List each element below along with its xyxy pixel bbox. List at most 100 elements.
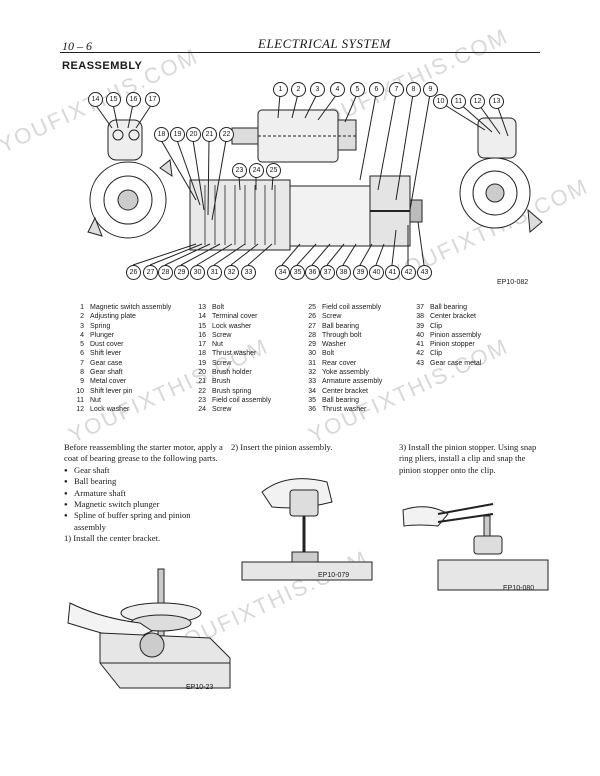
legend-label: Dust cover [90, 341, 124, 349]
callout-16: 16 [126, 92, 141, 107]
legend-row: 26 Screw [300, 312, 382, 321]
legend-label: Thrust washer [212, 350, 257, 358]
callout-28: 28 [158, 265, 173, 280]
callout-24: 24 [249, 163, 264, 178]
step-3: 3) Install the pinion stopper. Using sna… [399, 442, 537, 475]
legend-label: Lock washer [212, 322, 252, 330]
callout-43: 43 [417, 265, 432, 280]
step-2: 2) Insert the pinion assembly. [231, 442, 333, 452]
page-title: ELECTRICAL SYSTEM [258, 36, 391, 51]
figure-code-stopper: EP10-080 [503, 585, 535, 592]
step-1: 1) Install the center bracket. [64, 533, 161, 544]
legend-number: 5 [80, 341, 84, 349]
callout-41: 41 [385, 265, 400, 280]
starter-motor-diagram [87, 93, 543, 266]
legend-number: 24 [198, 406, 206, 414]
legend-number: 8 [80, 369, 84, 377]
legend-label: Pinion assembly [430, 331, 481, 339]
page-number: 10 – 6 [62, 39, 92, 53]
callout-42: 42 [401, 265, 416, 280]
legend-number: 32 [308, 369, 316, 377]
legend-number: 15 [198, 322, 206, 330]
legend-label: Bolt [212, 304, 225, 311]
legend-number: 39 [416, 322, 424, 330]
legend-number: 19 [198, 359, 206, 367]
callout-30: 30 [190, 265, 205, 280]
figure-center-bracket [67, 568, 231, 689]
legend-label: Pinion stopper [430, 341, 475, 349]
legend-label: Gear case metal [430, 359, 482, 367]
legend-number: 10 [76, 387, 84, 395]
callout-39: 39 [353, 265, 368, 280]
legend-number: 40 [416, 331, 424, 339]
callout-9: 9 [423, 82, 438, 97]
legend-number: 22 [198, 387, 206, 395]
legend-label: Shift lever [90, 350, 122, 358]
legend-label: Terminal cover [212, 313, 258, 321]
callout-37: 37 [320, 265, 335, 280]
callout-33: 33 [241, 265, 256, 280]
legend-number: 9 [80, 378, 84, 386]
figure-code-bracket: EP10-23 [186, 684, 214, 691]
legend-number: 11 [76, 396, 84, 404]
list-item: Spline of buffer spring and pinion assem… [64, 510, 224, 533]
legend-label: Screw [322, 313, 342, 321]
callout-12: 12 [470, 94, 485, 109]
callout-19: 19 [170, 127, 185, 142]
callout-4: 4 [330, 82, 345, 97]
callout-36: 36 [305, 265, 320, 280]
legend-label: Bolt [322, 350, 335, 358]
callout-34: 34 [275, 265, 290, 280]
callout-1: 1 [273, 82, 288, 97]
legend-number: 38 [416, 313, 424, 321]
list-item: Magnetic switch plunger [64, 499, 224, 512]
callout-32: 32 [224, 265, 239, 280]
legend-label: Yoke assembly [322, 369, 369, 377]
legend-number: 21 [198, 378, 206, 386]
legend-number: 1 [80, 304, 84, 311]
legend-number: 26 [308, 313, 316, 321]
legend-label: Clip [430, 350, 443, 358]
legend-label: Shift lever pin [90, 387, 133, 395]
callout-21: 21 [202, 127, 217, 142]
step-intro: Before reassembling the starter motor, a… [64, 442, 223, 464]
legend-row: 32 Yoke assembly [300, 368, 382, 377]
legend-label: Ball bearing [322, 322, 359, 330]
legend-number: 33 [308, 378, 316, 386]
legend-number: 37 [416, 304, 424, 311]
legend-label: Screw [212, 359, 232, 367]
legend-number: 30 [308, 350, 316, 358]
header-rule [60, 52, 540, 53]
legend-label: Ball bearing [322, 396, 359, 404]
legend-label: Screw [212, 406, 232, 414]
legend-number: 36 [308, 406, 316, 414]
callout-14: 14 [88, 92, 103, 107]
legend-number: 4 [80, 331, 84, 339]
callout-20: 20 [186, 127, 201, 142]
legend-label: Rear cover [322, 359, 357, 367]
legend-number: 12 [76, 406, 84, 414]
